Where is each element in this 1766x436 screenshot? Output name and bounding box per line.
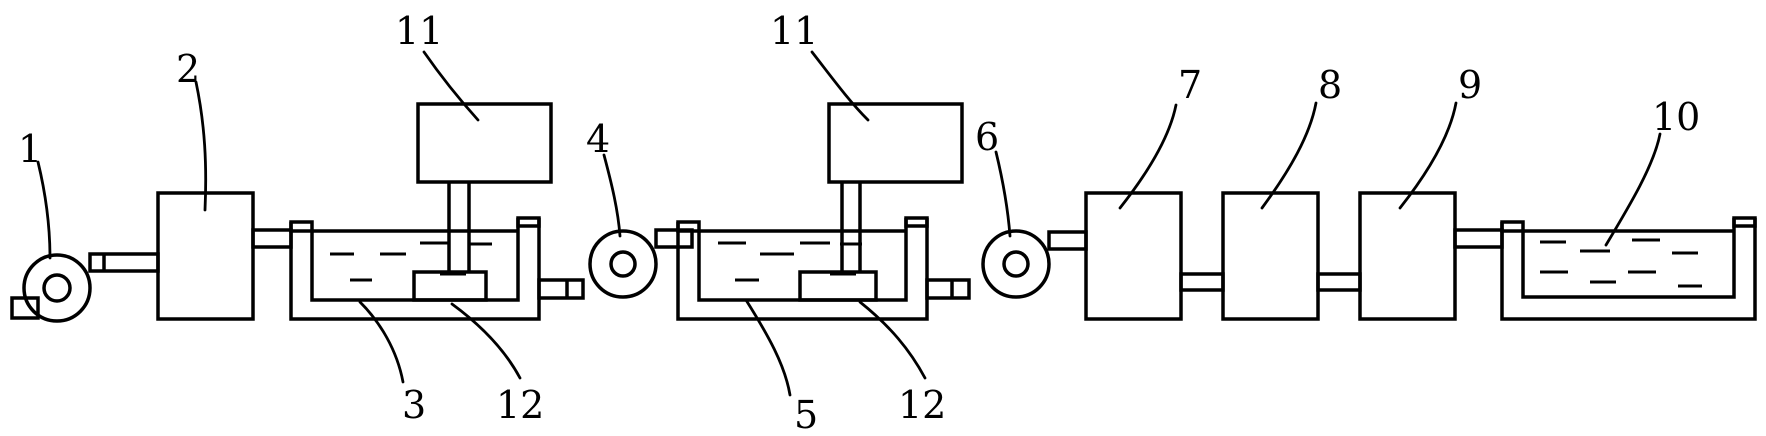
label-6: 6 bbox=[975, 115, 999, 159]
label-2: 2 bbox=[176, 47, 200, 91]
label-12-right: 12 bbox=[898, 383, 946, 427]
pipe-8-9 bbox=[1316, 272, 1362, 292]
pump-4 bbox=[588, 228, 694, 299]
tank-8 bbox=[1221, 191, 1320, 321]
label-11-left: 11 bbox=[395, 9, 443, 53]
label-5: 5 bbox=[794, 393, 818, 436]
tank-2 bbox=[156, 191, 293, 321]
label-8: 8 bbox=[1318, 63, 1342, 107]
label-1: 1 bbox=[18, 127, 42, 171]
basin-3 bbox=[289, 102, 585, 321]
label-12-left: 12 bbox=[496, 383, 544, 427]
pump-6 bbox=[981, 229, 1088, 299]
pump-1 bbox=[10, 252, 160, 323]
label-4: 4 bbox=[586, 117, 610, 161]
label-10: 10 bbox=[1652, 95, 1700, 139]
tank-9 bbox=[1358, 191, 1504, 321]
label-11-right: 11 bbox=[770, 9, 818, 53]
label-9: 9 bbox=[1458, 63, 1482, 107]
label-3: 3 bbox=[402, 383, 426, 427]
leader-lines bbox=[36, 50, 1662, 397]
basin-10 bbox=[1500, 216, 1757, 321]
basin-5 bbox=[676, 102, 971, 321]
tank-7 bbox=[1084, 191, 1183, 321]
labels: 1 2 3 12 11 4 5 12 11 6 7 8 9 10 bbox=[18, 9, 1700, 436]
label-7: 7 bbox=[1178, 63, 1202, 107]
pipe-7-8 bbox=[1179, 272, 1225, 292]
